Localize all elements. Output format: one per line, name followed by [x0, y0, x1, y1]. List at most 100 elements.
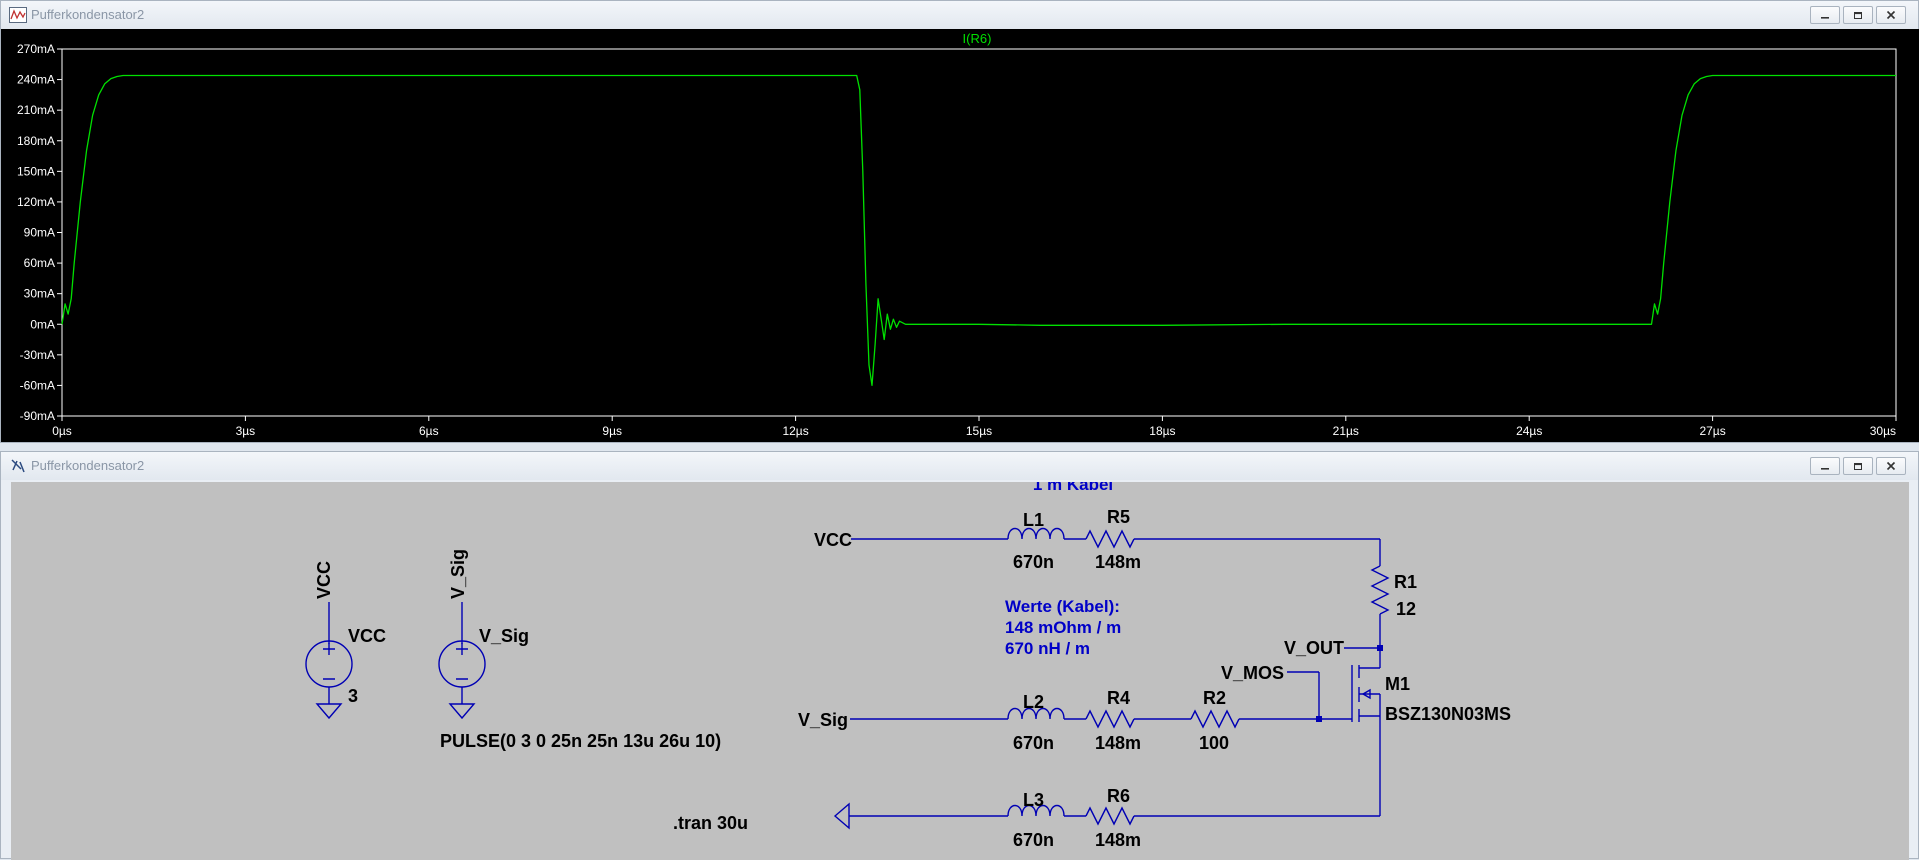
ground-icon — [448, 703, 476, 720]
y-tick-label: 150mA — [17, 164, 55, 178]
waveform-window[interactable]: Pufferkondensator2 I(R6) 270mA 240mA 210mA… — [0, 0, 1919, 443]
v-sig-source[interactable]: V_Sig V_Sig PULSE(0 3 0 25n 25n 13u 26u … — [438, 549, 721, 751]
cable-values-heading[interactable]: Werte (Kabel): — [1005, 597, 1120, 616]
waveform-titlebar[interactable]: Pufferkondensator2 — [1, 1, 1918, 29]
schematic-window-title: Pufferkondensator2 — [31, 458, 145, 473]
restore-icon — [1854, 463, 1862, 470]
y-tick-label: -60mA — [20, 378, 55, 392]
l1-name[interactable]: L1 — [1023, 510, 1044, 530]
x-tick-label: 15µs — [966, 424, 992, 438]
minimize-button[interactable] — [1810, 457, 1840, 475]
vcc-net-label[interactable]: VCC — [314, 561, 334, 599]
r5-value[interactable]: 148m — [1095, 552, 1141, 572]
y-tick-label: 0mA — [30, 317, 55, 331]
x-tick-label: 30µs — [1870, 424, 1896, 438]
v-sig-net-label[interactable]: V_Sig — [798, 710, 848, 730]
inductor-l2[interactable] — [1007, 707, 1065, 720]
r6-name[interactable]: R6 — [1107, 786, 1130, 806]
vcc-source-name[interactable]: VCC — [348, 626, 386, 646]
r5-name[interactable]: R5 — [1107, 507, 1130, 527]
close-button[interactable] — [1876, 6, 1906, 24]
cable-title-text[interactable]: 1 m Kabel — [1033, 482, 1113, 494]
r4-name[interactable]: R4 — [1107, 688, 1130, 708]
r6-value[interactable]: 148m — [1095, 830, 1141, 850]
x-tick-label: 0µs — [52, 424, 72, 438]
resistor-r6[interactable] — [1085, 806, 1135, 826]
r2-name[interactable]: R2 — [1203, 688, 1226, 708]
y-tick-label: 270mA — [17, 42, 55, 56]
x-tick-label: 12µs — [782, 424, 808, 438]
resistor-r1[interactable] — [1370, 565, 1390, 615]
y-tick-label: 210mA — [17, 103, 55, 117]
y-axis: 270mA 240mA 210mA 180mA 150mA 120mA 90mA 60mA 30… — [17, 42, 62, 423]
vcc-source-value[interactable]: 3 — [348, 686, 358, 706]
x-tick-label: 6µs — [419, 424, 439, 438]
waveform-app-icon — [9, 7, 27, 23]
m1-value[interactable]: BSZ130N03MS — [1385, 704, 1511, 724]
resistor-r2[interactable] — [1190, 709, 1240, 729]
y-tick-label: 60mA — [24, 256, 55, 270]
y-tick-label: 240mA — [17, 73, 55, 87]
minimize-button[interactable] — [1810, 6, 1840, 24]
x-tick-label: 27µs — [1699, 424, 1725, 438]
x-axis: 0µs 3µs 6µs 9µs 12µs 15µs 18µs 21µs 24µs 27µs 30µs — [52, 416, 1897, 438]
m1-name[interactable]: M1 — [1385, 674, 1410, 694]
vcc-source[interactable]: VCC VCC 3 — [305, 561, 386, 720]
trace-label-i-r6[interactable]: I(R6) — [963, 31, 992, 46]
l2-value[interactable]: 670n — [1013, 733, 1054, 753]
restore-icon — [1854, 12, 1862, 19]
close-icon — [1886, 10, 1896, 20]
x-tick-label: 18µs — [1149, 424, 1175, 438]
trace-line-i-r6-[interactable] — [61, 74, 1896, 387]
y-tick-label: 180mA — [17, 134, 55, 148]
schematic-app-icon — [11, 459, 25, 473]
r1-name[interactable]: R1 — [1394, 572, 1417, 592]
y-tick-label: 90mA — [24, 226, 55, 240]
y-tick-label: 30mA — [24, 287, 55, 301]
r1-value[interactable]: 12 — [1396, 599, 1416, 619]
minimize-icon — [1821, 17, 1829, 19]
v-out-net-label[interactable]: V_OUT — [1284, 638, 1344, 658]
x-tick-label: 24µs — [1516, 424, 1542, 438]
inductor-l1[interactable] — [1007, 527, 1065, 540]
schematic-canvas[interactable]: 1 m Kabel VCC VCC 3 V_Sig V_Sig PULSE(0 … — [11, 482, 1909, 860]
minimize-icon — [1821, 468, 1829, 470]
v-sig-source-name[interactable]: V_Sig — [479, 626, 529, 646]
close-icon — [1886, 461, 1896, 471]
waveform-plot[interactable]: I(R6) 270mA 240mA 210mA 180mA 150mA 120mA 90mA… — [1, 29, 1919, 442]
x-tick-label: 9µs — [602, 424, 622, 438]
y-tick-label: -90mA — [20, 409, 55, 423]
inductor-l3[interactable] — [1007, 804, 1065, 817]
cable-resistance-text[interactable]: 148 mOhm / m — [1005, 618, 1121, 637]
cable-inductance-text[interactable]: 670 nH / m — [1005, 639, 1090, 658]
l3-name[interactable]: L3 — [1023, 790, 1044, 810]
x-tick-label: 21µs — [1333, 424, 1359, 438]
tran-directive[interactable]: .tran 30u — [673, 813, 748, 833]
v-sig-net-label[interactable]: V_Sig — [448, 549, 468, 599]
ground-icon — [315, 703, 343, 720]
resistor-r4[interactable] — [1085, 709, 1135, 729]
l1-value[interactable]: 670n — [1013, 552, 1054, 572]
schematic-window[interactable]: Pufferkondensator2 1 m Kabel VCC VCC 3 — [0, 451, 1919, 860]
waveform-window-title: Pufferkondensator2 — [31, 7, 145, 22]
junction-dot — [1377, 645, 1383, 651]
trace-group — [61, 74, 1896, 387]
plot-background — [1, 29, 1919, 442]
y-tick-label: -30mA — [20, 348, 55, 362]
restore-button[interactable] — [1843, 457, 1873, 475]
mosfet-m1[interactable] — [1287, 660, 1381, 816]
r2-value[interactable]: 100 — [1199, 733, 1229, 753]
l2-name[interactable]: L2 — [1023, 692, 1044, 712]
ground-flag-icon — [833, 802, 850, 830]
v-sig-source-value[interactable]: PULSE(0 3 0 25n 25n 13u 26u 10) — [440, 731, 721, 751]
restore-button[interactable] — [1843, 6, 1873, 24]
vcc-net-label[interactable]: VCC — [814, 530, 852, 550]
r4-value[interactable]: 148m — [1095, 733, 1141, 753]
x-tick-label: 3µs — [236, 424, 256, 438]
resistor-r5[interactable] — [1085, 529, 1135, 549]
schematic-titlebar[interactable]: Pufferkondensator2 — [1, 452, 1918, 480]
y-tick-label: 120mA — [17, 195, 55, 209]
v-mos-net-label[interactable]: V_MOS — [1221, 663, 1284, 683]
l3-value[interactable]: 670n — [1013, 830, 1054, 850]
close-button[interactable] — [1876, 457, 1906, 475]
